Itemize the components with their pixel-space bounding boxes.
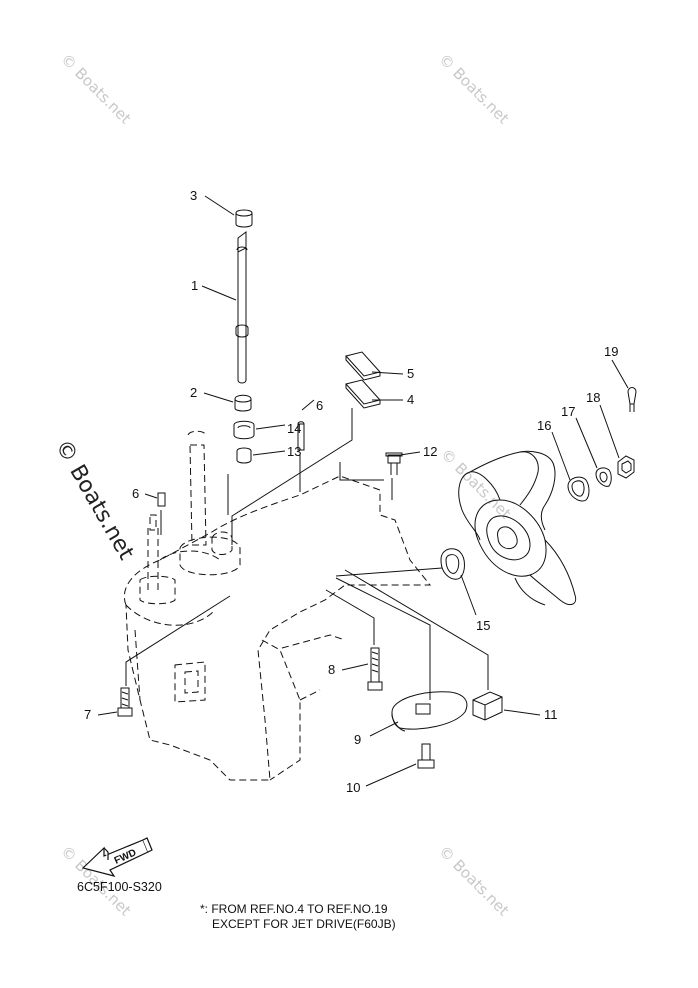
part-16-spacer	[567, 476, 590, 502]
part-12-bolt	[387, 454, 401, 464]
leader-line	[341, 663, 369, 671]
callout-12: 12	[423, 444, 437, 459]
part-18-nut	[617, 455, 635, 479]
leader-line	[97, 711, 118, 716]
callout-14: 14	[287, 421, 301, 436]
leader-line	[201, 285, 237, 301]
callout-4: 4	[407, 392, 414, 407]
leader-line	[599, 404, 620, 459]
watermark-main: © Boats.net	[50, 436, 139, 565]
callout-9: 9	[354, 732, 361, 747]
leader-line	[503, 709, 541, 716]
leader-line	[371, 371, 404, 375]
callout-15: 15	[476, 618, 490, 633]
leader-line	[611, 359, 629, 389]
part-19-cotter-pin	[627, 387, 637, 405]
callout-7: 7	[84, 707, 91, 722]
leader-line	[252, 450, 286, 456]
leader-line	[203, 392, 234, 403]
reference-line	[335, 567, 443, 577]
reference-line	[335, 577, 431, 700]
leader-line	[551, 431, 571, 481]
callout-16: 16	[537, 418, 551, 433]
part-11-anode	[472, 691, 503, 721]
footnote-line-2: EXCEPT FOR JET DRIVE(F60JB)	[212, 917, 396, 931]
watermark: © Boats.net	[435, 842, 513, 920]
reference-line	[231, 408, 353, 545]
part-2-grommet	[234, 394, 252, 412]
lower-casing	[123, 475, 432, 781]
callout-6-upper: 6	[316, 398, 323, 413]
watermark: © Boats.net	[435, 50, 513, 128]
part-17-washer	[595, 467, 612, 487]
propeller	[474, 499, 547, 577]
part-6-dowel-left	[157, 492, 166, 507]
part-15-washer	[440, 548, 465, 580]
leader-line	[255, 424, 286, 430]
leader-line	[365, 763, 417, 787]
leader-line	[399, 451, 421, 456]
footnote-line-1: *: FROM REF.NO.4 TO REF.NO.19	[200, 902, 388, 916]
reference-line	[325, 589, 375, 645]
part-13-collar	[236, 447, 252, 464]
part-14-seal	[233, 420, 255, 440]
leader-line	[460, 574, 477, 616]
callout-2: 2	[190, 385, 197, 400]
callout-5: 5	[407, 366, 414, 381]
callout-10: 10	[346, 780, 360, 795]
callout-3: 3	[190, 188, 197, 203]
part-10-screw	[421, 743, 431, 761]
diagram-code: 6C5F100-S320	[77, 880, 162, 894]
part-6-dowel	[297, 423, 305, 451]
leader-line	[369, 721, 399, 737]
part-9-trim-tab	[391, 691, 468, 730]
callout-11: 11	[544, 707, 558, 722]
callout-6-left: 6	[132, 486, 139, 501]
fwd-arrow-icon	[81, 837, 153, 877]
callout-13: 13	[287, 444, 301, 459]
watermark: © Boats.net	[57, 50, 135, 128]
reference-line	[339, 462, 384, 481]
callout-1: 1	[191, 278, 198, 293]
leader-line	[301, 399, 315, 411]
callout-8: 8	[328, 662, 335, 677]
leader-line	[204, 195, 235, 216]
leader-line	[575, 417, 598, 469]
part-3-grommet	[235, 209, 253, 228]
callout-19: 19	[604, 344, 618, 359]
callout-17: 17	[561, 404, 575, 419]
reference-line	[125, 595, 231, 686]
callout-18: 18	[586, 390, 600, 405]
reference-line	[344, 569, 489, 690]
part-1-water-tube	[237, 231, 247, 253]
leader-line	[144, 493, 158, 499]
